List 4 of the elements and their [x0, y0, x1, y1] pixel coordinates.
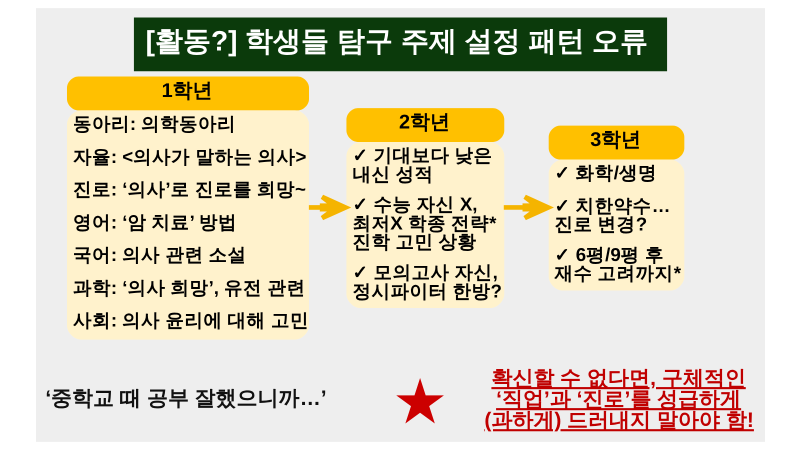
node-star — [396, 378, 444, 424]
label: 확신할 수 없다면, 구체적인 ‘직업’과 ‘진로’를 성급하게 (과하게) 드러내지 말아야 함! — [484, 367, 754, 432]
diagram-title: [활동?] 학생들 탐구 주제 설정 패턴 오류 — [145, 25, 648, 56]
label: ‘중학교 때 공부 잘했으니까…’ — [44, 386, 326, 410]
